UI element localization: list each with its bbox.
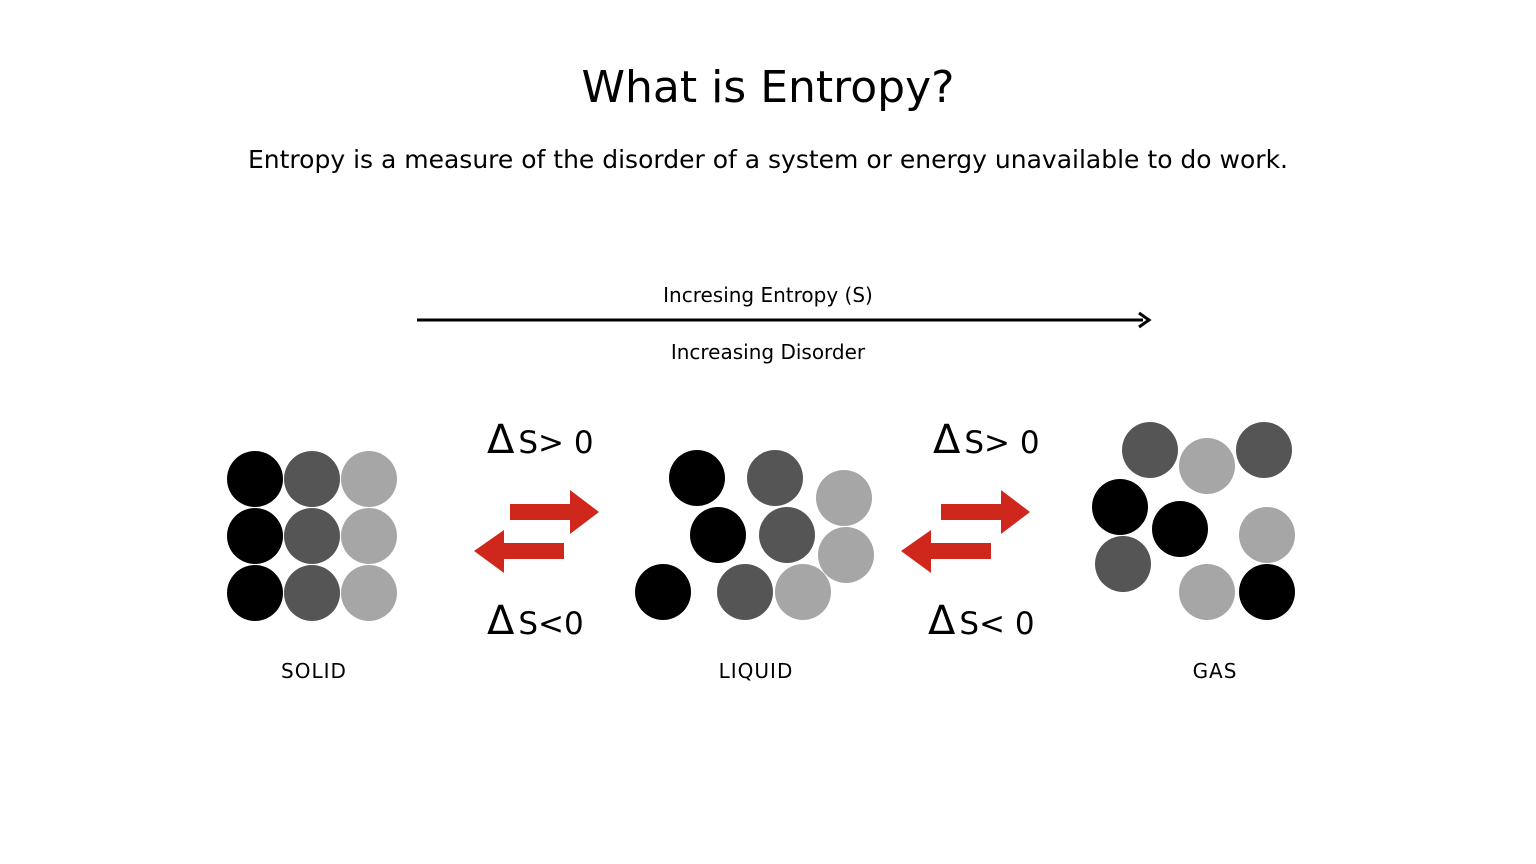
particle	[717, 564, 773, 620]
phase-label-gas: GAS	[1192, 659, 1238, 683]
particle	[284, 508, 340, 564]
phase-label-liquid: LIQUID	[718, 659, 794, 683]
particle	[227, 508, 283, 564]
entropy-definition: Entropy is a measure of the disorder of …	[247, 145, 1288, 174]
delta-s-text: S< 0	[959, 606, 1035, 642]
particle	[690, 507, 746, 563]
particle	[1179, 438, 1235, 494]
solid-liquid-arrows	[474, 490, 599, 573]
reverse-arrow	[901, 530, 991, 573]
forward-arrow	[941, 490, 1030, 534]
particle	[1092, 479, 1148, 535]
increasing-entropy-label: Incresing Entropy (S)	[663, 283, 873, 307]
particle	[818, 527, 874, 583]
liquid-gas-arrows	[901, 490, 1030, 573]
particle	[284, 451, 340, 507]
entropy-axis-arrow	[417, 311, 1152, 329]
particle	[1122, 422, 1178, 478]
liquid-particles	[635, 450, 874, 620]
delta-s-text: S> 0	[964, 425, 1040, 461]
page-title: What is Entropy?	[581, 62, 955, 113]
particle	[759, 507, 815, 563]
particle	[1179, 564, 1235, 620]
particle	[341, 451, 397, 507]
axis-arrowhead	[1138, 311, 1152, 329]
particle	[227, 565, 283, 621]
delta-symbol: Δ	[933, 417, 961, 463]
particle	[1095, 536, 1151, 592]
particle	[635, 564, 691, 620]
reverse-arrow	[474, 530, 564, 573]
particle	[284, 565, 340, 621]
particle	[227, 451, 283, 507]
forward-arrow	[510, 490, 599, 534]
phase-label-solid: SOLID	[281, 659, 347, 683]
particle	[1239, 564, 1295, 620]
delta-symbol: Δ	[487, 417, 515, 463]
gas-particles	[1092, 422, 1295, 620]
particle	[341, 565, 397, 621]
delta-s-text: S> 0	[518, 425, 594, 461]
solid-particles	[227, 451, 397, 621]
particle	[747, 450, 803, 506]
particle	[775, 564, 831, 620]
particle	[669, 450, 725, 506]
particle	[816, 470, 872, 526]
particle	[341, 508, 397, 564]
increasing-disorder-label: Increasing Disorder	[670, 340, 866, 364]
particle	[1236, 422, 1292, 478]
delta-symbol: Δ	[487, 598, 515, 644]
delta-symbol: Δ	[928, 598, 956, 644]
delta-s-text: S<0	[518, 606, 584, 642]
particle	[1152, 501, 1208, 557]
particle	[1239, 507, 1295, 563]
